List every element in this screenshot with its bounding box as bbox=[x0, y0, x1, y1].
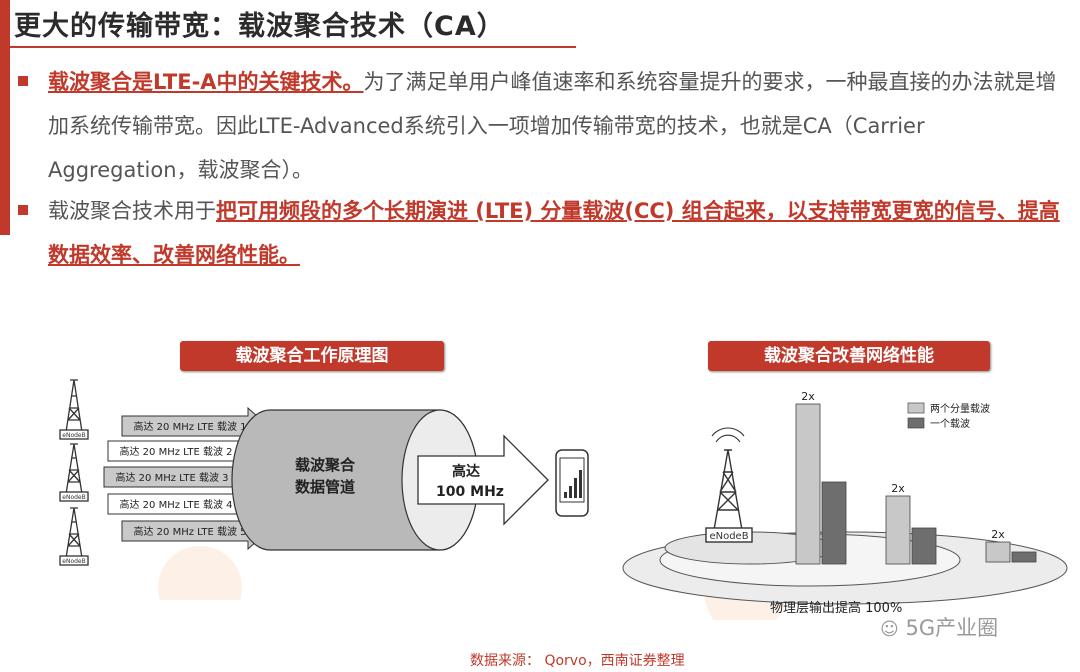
wechat-icon: ☺ bbox=[880, 619, 899, 640]
bullet-marker-2 bbox=[18, 205, 28, 215]
watermark-logo-left bbox=[158, 546, 242, 600]
left-accent-bar bbox=[0, 0, 10, 235]
enodeb-label-right: eNodeB bbox=[709, 531, 748, 542]
bar-two-carriers-1 bbox=[795, 403, 821, 565]
carrier-label-2: 高达 20 MHz LTE 载波 2 bbox=[120, 445, 233, 458]
bar-two-carriers-2 bbox=[885, 495, 911, 565]
bar-label-2: 2x bbox=[891, 482, 905, 495]
bar-label-3: 2x bbox=[991, 528, 1005, 541]
source-label: 数据来源： bbox=[470, 653, 540, 669]
watermark-text: ☺ 5G产业圈 bbox=[880, 612, 998, 642]
carrier-label-3: 高达 20 MHz LTE 载波 3 bbox=[116, 471, 229, 484]
legend-swatch-two bbox=[907, 402, 925, 414]
bar-two-carriers-3 bbox=[985, 541, 1011, 563]
enodeb-tower-icon-2 bbox=[59, 443, 89, 502]
title-underline bbox=[10, 46, 576, 48]
enodeb-label-3: eNodeB bbox=[62, 558, 85, 565]
bullet-marker-1 bbox=[18, 76, 28, 86]
pipe-label-2: 数据管道 bbox=[295, 478, 355, 496]
output-arrow: 高达 100 MHz bbox=[417, 434, 549, 526]
source-text: Qorvo，西南证券整理 bbox=[544, 653, 685, 669]
legend-label-two: 两个分量载波 bbox=[930, 402, 990, 415]
output-label-2: 100 MHz bbox=[436, 484, 504, 500]
output-label-1: 高达 bbox=[452, 463, 480, 480]
bullet-paragraph-2: 载波聚合技术用于把可用频段的多个长期演进 (LTE) 分量载波(CC) 组合起来… bbox=[48, 189, 1068, 277]
watermark-label: 5G产业圈 bbox=[905, 616, 999, 640]
page-title: 更大的传输带宽：载波聚合技术（CA） bbox=[14, 11, 505, 42]
carrier-label-4: 高达 20 MHz LTE 载波 4 bbox=[120, 498, 233, 511]
carrier-arrow-4: 高达 20 MHz LTE 载波 4 bbox=[107, 485, 261, 523]
enodeb-tower-icon-right bbox=[705, 427, 753, 543]
bar-one-carrier-2 bbox=[911, 527, 937, 565]
enodeb-label-1: eNodeB bbox=[62, 432, 85, 439]
bullet-2-highlight: 把可用频段的多个长期演进 (LTE) 分量载波(CC) 组合起来，以支持带宽更宽… bbox=[48, 199, 1060, 267]
enodeb-tower-icon-3 bbox=[59, 507, 89, 566]
legend-label-one: 一个载波 bbox=[930, 417, 970, 430]
left-diagram-banner: 载波聚合工作原理图 bbox=[180, 341, 444, 371]
bullet-paragraph-1: 载波聚合是LTE-A中的关键技术。为了满足单用户峰值速率和系统容量提升的要求，一… bbox=[48, 60, 1068, 192]
performance-caption: 物理层输出提高 100% bbox=[770, 600, 902, 616]
pipe-label-1: 载波聚合 bbox=[295, 456, 356, 474]
bullet-2-lead: 载波聚合技术用于 bbox=[48, 199, 216, 223]
legend-swatch-one bbox=[907, 417, 925, 429]
right-diagram-banner: 载波聚合改善网络性能 bbox=[708, 341, 990, 371]
bullet-1-bold: 载波聚合是LTE-A中的关键技术。 bbox=[48, 70, 364, 94]
carrier-aggregation-diagram: eNodeB eNodeB eNodeB 高达 20 MHz LTE 载波 1 … bbox=[59, 379, 589, 600]
bar-one-carrier-1 bbox=[821, 481, 847, 565]
enodeb-tower-icon-1 bbox=[59, 379, 89, 440]
carrier-label-5: 高达 20 MHz LTE 载波 5 bbox=[134, 525, 247, 538]
bullet-1-text: 为了满足单用户峰值速率和系统容量提升的要求，一种最直接的办法就是增加系统传输带宽… bbox=[48, 70, 1057, 182]
enodeb-label-2: eNodeB bbox=[62, 494, 85, 501]
network-performance-diagram: eNodeB 2x 2x 2x 两个分量载波 一个载波 物理层输出提高 100% bbox=[622, 390, 1068, 620]
bar-label-1: 2x bbox=[801, 390, 815, 403]
source-note: 数据来源： Qorvo，西南证券整理 bbox=[470, 650, 685, 670]
phone-icon bbox=[555, 449, 589, 517]
carrier-arrow-1: 高达 20 MHz LTE 载波 1 bbox=[121, 406, 269, 446]
bar-one-carrier-3 bbox=[1011, 551, 1037, 563]
carrier-label-1: 高达 20 MHz LTE 载波 1 bbox=[134, 420, 247, 433]
